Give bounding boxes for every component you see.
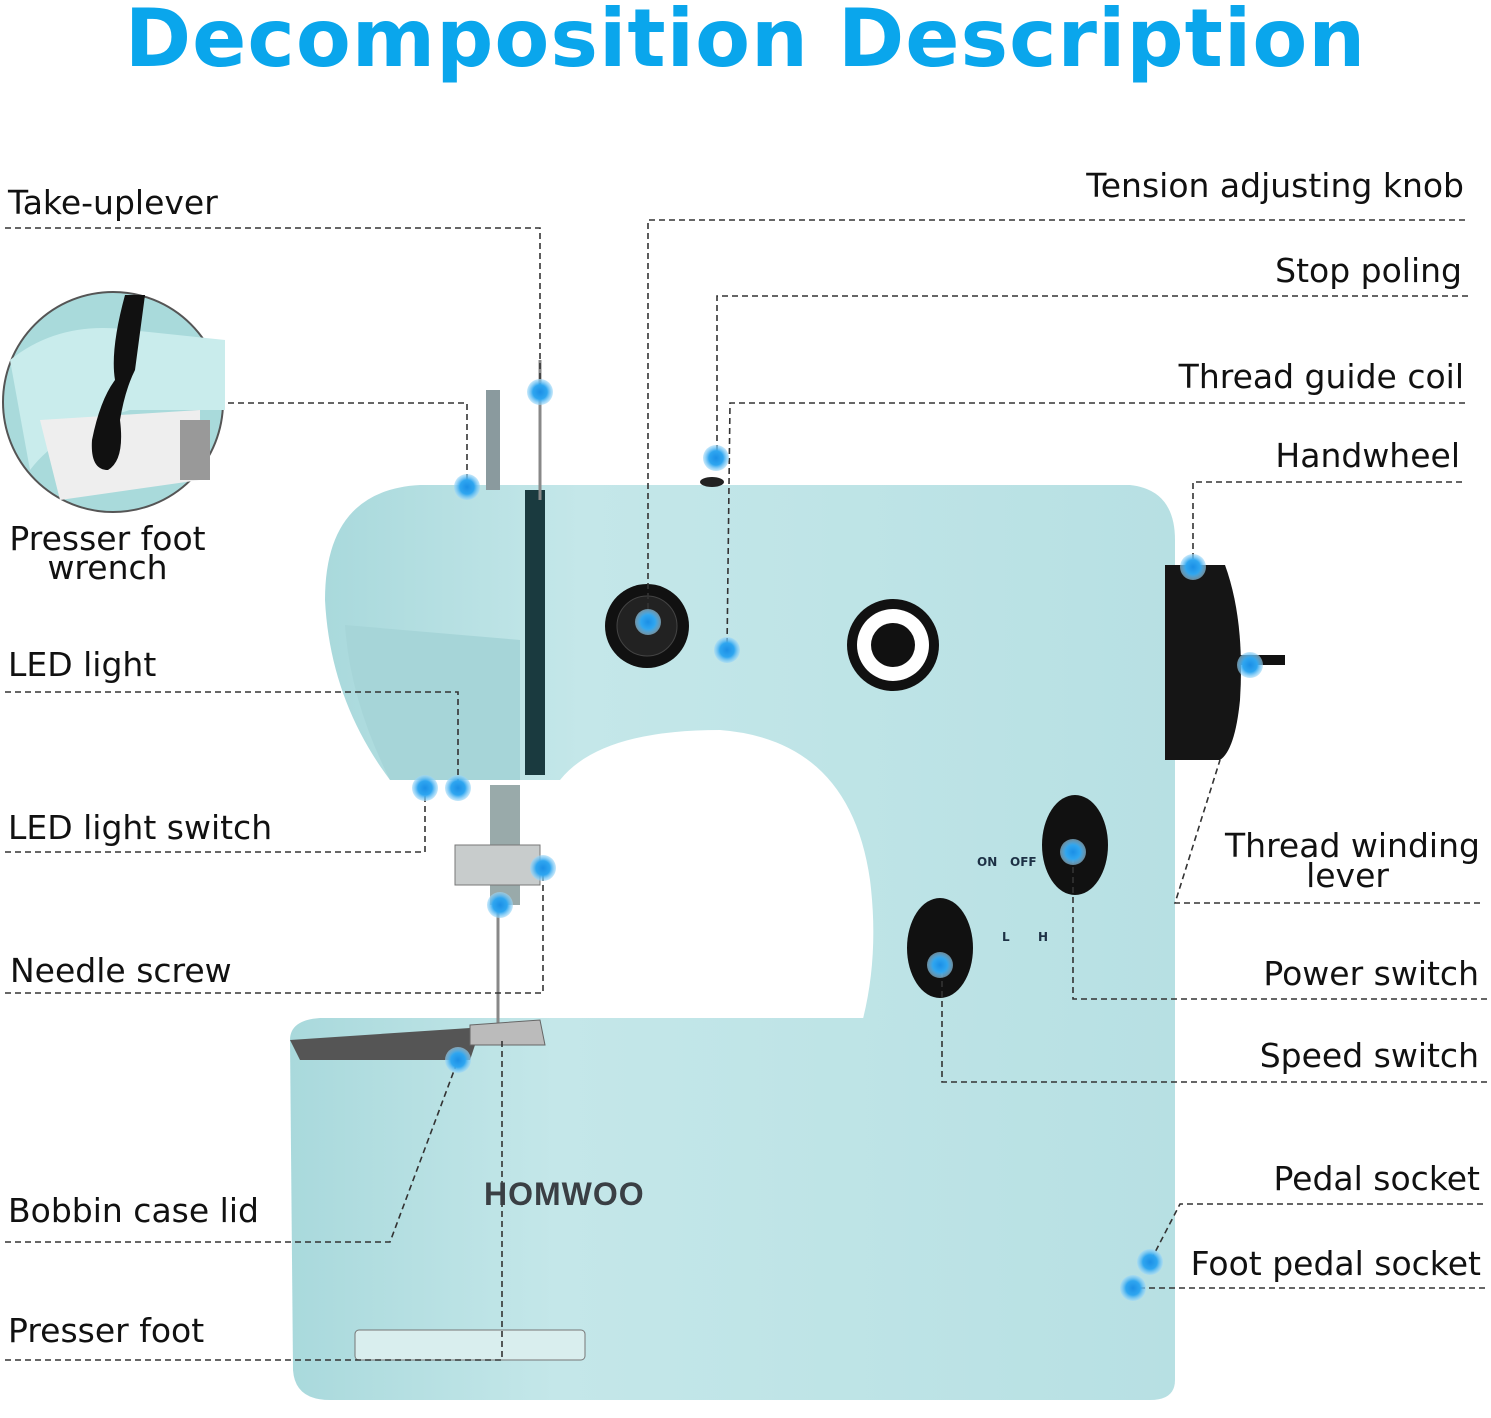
label-thread-guide-coil: Thread guide coil [1178,357,1464,396]
leader-power-switch [1072,852,1487,1000]
label-thread-winding-lever-2: lever [1306,856,1389,895]
dot-power-switch [1060,839,1086,865]
dot-needle-screw [530,855,556,881]
leader-needle-screw [5,868,544,994]
dot-speed-switch [927,952,953,978]
on-mark: ON [977,855,998,869]
brand-logo: HOMWOO [484,1176,645,1212]
speed-switch [907,898,973,998]
leader-bobbin-case-lid [5,1059,459,1243]
presser-foot-wrench-inset [2,291,225,513]
dot-led-light-switch [412,775,438,801]
leader-thread-guide-coil [726,402,1465,651]
dot-tension-adjusting-knob [635,609,661,635]
label-presser-foot-wrench-1: Presser foot [9,519,206,558]
label-bobbin-case-lid: Bobbin case lid [8,1191,259,1230]
leader-handwheel [1192,481,1462,567]
label-led-light: LED light [8,645,157,684]
presser-foot-plate [354,1329,586,1361]
label-thread-winding-lever-1: Thread winding [1225,826,1480,865]
dot-foot-pedal-socket [1120,1275,1146,1301]
label-pedal-socket: Pedal socket [1273,1159,1480,1198]
needle-clamp [454,844,541,886]
label-led-light-switch: LED light switch [8,808,273,847]
label-take-up-lever: Take-uplever [8,183,218,222]
leader-presser-foot-wrench [228,402,468,487]
dot-led-light [445,775,471,801]
leader-speed-switch [941,965,1487,1083]
label-foot-pedal-socket: Foot pedal socket [1190,1244,1481,1283]
dot-take-up-lever [527,379,553,405]
presser-bar [486,390,500,490]
label-needle-screw: Needle screw [10,951,232,990]
label-presser-foot-wrench-2: wrench [47,548,168,587]
page-title: Decomposition Description [124,0,1367,85]
dot-stop-poling [703,445,729,471]
leader-led-light-switch [5,788,426,853]
dot-bobbin-case-lid [445,1047,471,1073]
dot-handwheel [1180,554,1206,580]
bobbin-case-lid [290,1028,480,1060]
label-power-switch: Power switch [1263,954,1479,993]
label-handwheel: Handwheel [1275,436,1460,475]
leader-led-light [5,691,459,788]
label-presser-foot: Presser foot [8,1311,205,1350]
leader-lines [5,219,1487,1361]
handwheel [1165,565,1285,760]
bobbin-winder [847,599,939,691]
leader-tension-adjusting-knob [647,219,1465,622]
label-tension-adjusting-knob: Tension adjusting knob [1086,166,1464,205]
spool-pin-base [700,477,724,487]
label-stop-poling: Stop poling [1275,251,1462,290]
callout-dots [412,379,1263,1301]
leader-take-up-lever [5,227,541,392]
low-mark: L [1002,930,1010,944]
leader-stop-poling [716,295,1468,458]
machine-base [290,1018,1175,1400]
dot-pedal-socket [1137,1249,1163,1275]
presser-foot [469,1019,546,1046]
dot-presser-foot-wrench [454,474,480,500]
label-speed-switch: Speed switch [1259,1036,1479,1075]
leader-pedal-socket [1149,1203,1483,1263]
led-light-housing [345,625,520,780]
dot-thread-winding-lever [1237,652,1263,678]
front-panel-slot [525,490,545,775]
off-mark: OFF [1010,855,1037,869]
high-mark: H [1038,930,1049,944]
dot-thread-guide-coil [714,637,740,663]
dot-presser-foot [487,892,513,918]
leader-thread-winding-lever [1173,759,1480,904]
leader-presser-foot [5,1040,503,1361]
